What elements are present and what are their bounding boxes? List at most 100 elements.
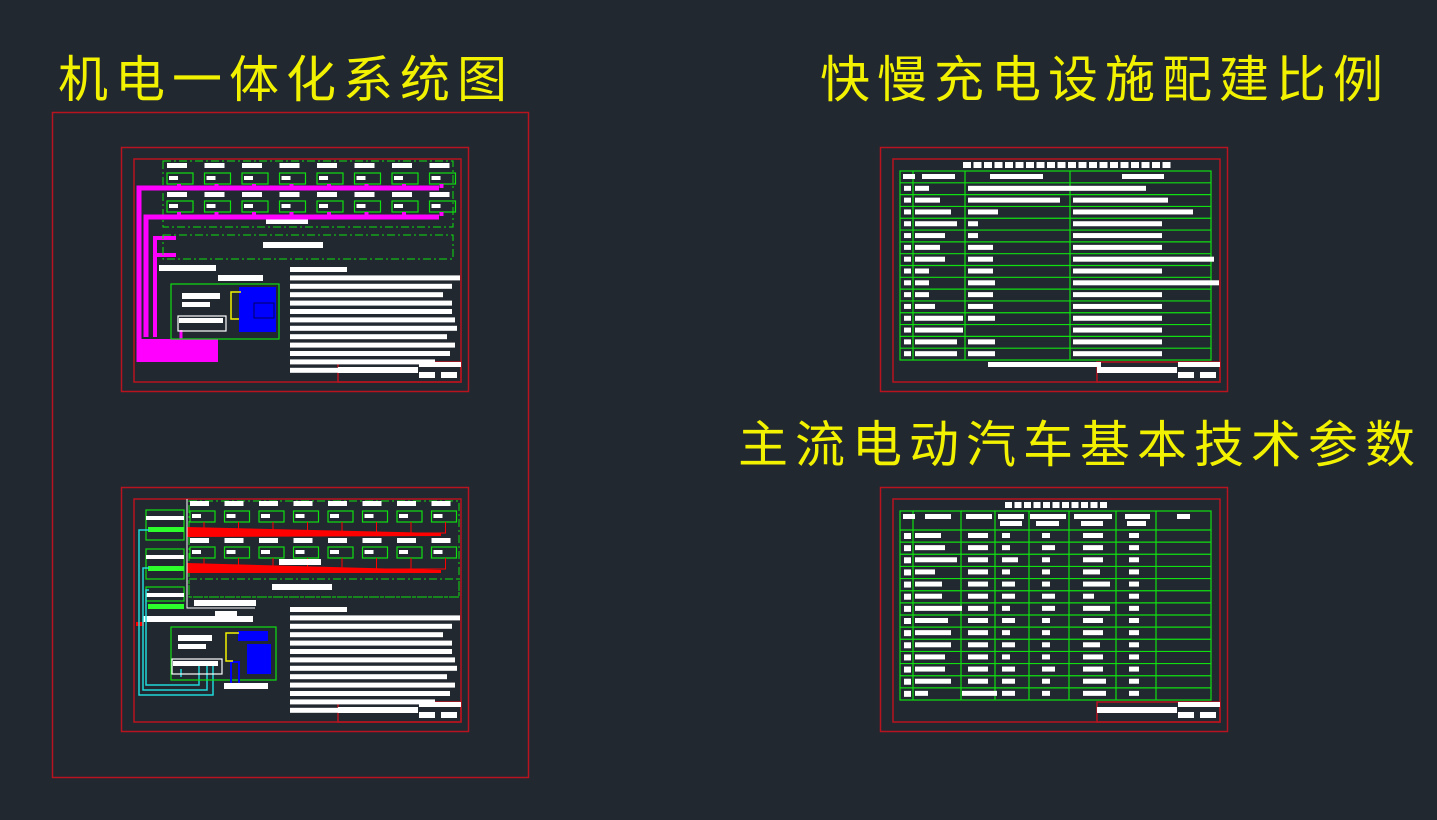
system-diagram-sheet-2[interactable]	[120, 486, 470, 733]
area-label	[266, 218, 308, 224]
note-label	[143, 616, 253, 622]
table-cell	[904, 618, 911, 624]
table-cell	[1083, 545, 1103, 551]
table-cell	[904, 593, 911, 600]
table-cell	[1073, 292, 1162, 298]
table-cell	[904, 545, 911, 552]
charger-id	[356, 204, 366, 208]
table-cell	[904, 569, 911, 576]
distribution-label	[272, 584, 332, 590]
table-cell	[1129, 569, 1139, 575]
table-title-glyph	[1036, 162, 1045, 168]
table-title-glyph	[1052, 502, 1060, 508]
table-border	[899, 510, 1212, 701]
distribution-frame	[188, 578, 460, 598]
table-title-glyph	[1090, 502, 1098, 508]
panel-label	[146, 555, 184, 559]
table-cell	[1083, 690, 1106, 696]
charger-id	[399, 550, 408, 554]
charger-label	[397, 501, 416, 506]
cable-drop	[327, 212, 331, 216]
charger-id	[364, 514, 374, 518]
title-block-text	[1200, 372, 1216, 378]
table-cell	[915, 630, 951, 636]
sheet-outer-border	[120, 486, 470, 733]
charger-label	[224, 501, 244, 506]
charger-id	[330, 514, 339, 518]
table-cell	[1002, 605, 1010, 611]
table-cell	[1002, 630, 1010, 636]
design-note-line	[290, 691, 450, 696]
charger-label	[259, 501, 278, 506]
table-cell	[904, 244, 911, 250]
table-cell	[915, 557, 957, 563]
table-cell	[904, 630, 911, 637]
charger-id	[206, 204, 216, 208]
table-title-glyph	[1078, 162, 1087, 168]
title-block-text	[419, 702, 461, 707]
charger-id	[330, 550, 339, 554]
charger-box	[430, 546, 458, 559]
table-title-glyph	[1005, 502, 1012, 508]
table-cell	[1073, 351, 1162, 357]
charger-label	[167, 192, 187, 197]
title-block-text	[419, 362, 461, 367]
table-title-glyph	[1120, 162, 1129, 168]
table-cell	[904, 654, 911, 661]
charger-label	[362, 501, 382, 506]
table-cell	[1129, 654, 1139, 660]
panel-bus	[148, 566, 184, 571]
panel-frame	[145, 548, 185, 580]
table-cell	[1002, 618, 1015, 623]
design-note-line	[290, 309, 452, 314]
table-cell	[904, 233, 911, 239]
table-cell	[1042, 642, 1050, 648]
charger-box	[189, 510, 216, 523]
title-block-text	[1178, 702, 1220, 707]
magenta-cable-trunk	[143, 214, 439, 337]
table-cell	[904, 351, 911, 357]
table-cell	[1073, 268, 1162, 274]
cable-drop	[410, 522, 441, 534]
table-cell	[968, 618, 988, 623]
table-cell	[1083, 630, 1103, 636]
charger-label	[204, 163, 225, 168]
design-note-line	[290, 325, 457, 331]
charger-label	[317, 192, 337, 197]
table-header-cell	[1177, 514, 1190, 519]
table-cell	[1129, 618, 1139, 623]
table-cell	[968, 244, 993, 250]
title-block-text	[1178, 712, 1194, 718]
table-cell	[1042, 569, 1050, 575]
sheet-outer-border	[879, 486, 1229, 733]
table-cell	[968, 642, 988, 648]
table-cell	[1083, 642, 1100, 648]
table-cell	[904, 666, 911, 673]
note-label	[215, 611, 237, 616]
charger-box	[292, 510, 320, 523]
table-cell	[968, 605, 988, 611]
table-title-glyph	[1047, 162, 1055, 168]
system-diagram-sheet-1[interactable]	[120, 146, 470, 393]
table-cell	[1129, 533, 1139, 538]
table-cell	[968, 315, 995, 321]
ev-parameters-sheet[interactable]	[879, 486, 1229, 733]
table-cell	[904, 605, 911, 612]
table-cell	[1129, 678, 1139, 684]
charging-ratio-sheet[interactable]	[879, 146, 1229, 393]
table-cell	[915, 654, 945, 660]
distribution-frame	[162, 234, 454, 260]
table-cell	[968, 185, 1146, 191]
table-cell	[1073, 233, 1162, 239]
charger-label	[354, 163, 375, 168]
charger-id	[206, 176, 216, 180]
table-footnote	[988, 362, 1101, 367]
transformer-base	[230, 661, 240, 685]
table-cell	[904, 185, 911, 191]
charger-id	[295, 514, 305, 518]
table-title-glyph	[1141, 162, 1150, 168]
switchgear-box	[177, 315, 227, 332]
table-title-glyph	[1043, 502, 1050, 508]
table-cell	[915, 678, 951, 684]
